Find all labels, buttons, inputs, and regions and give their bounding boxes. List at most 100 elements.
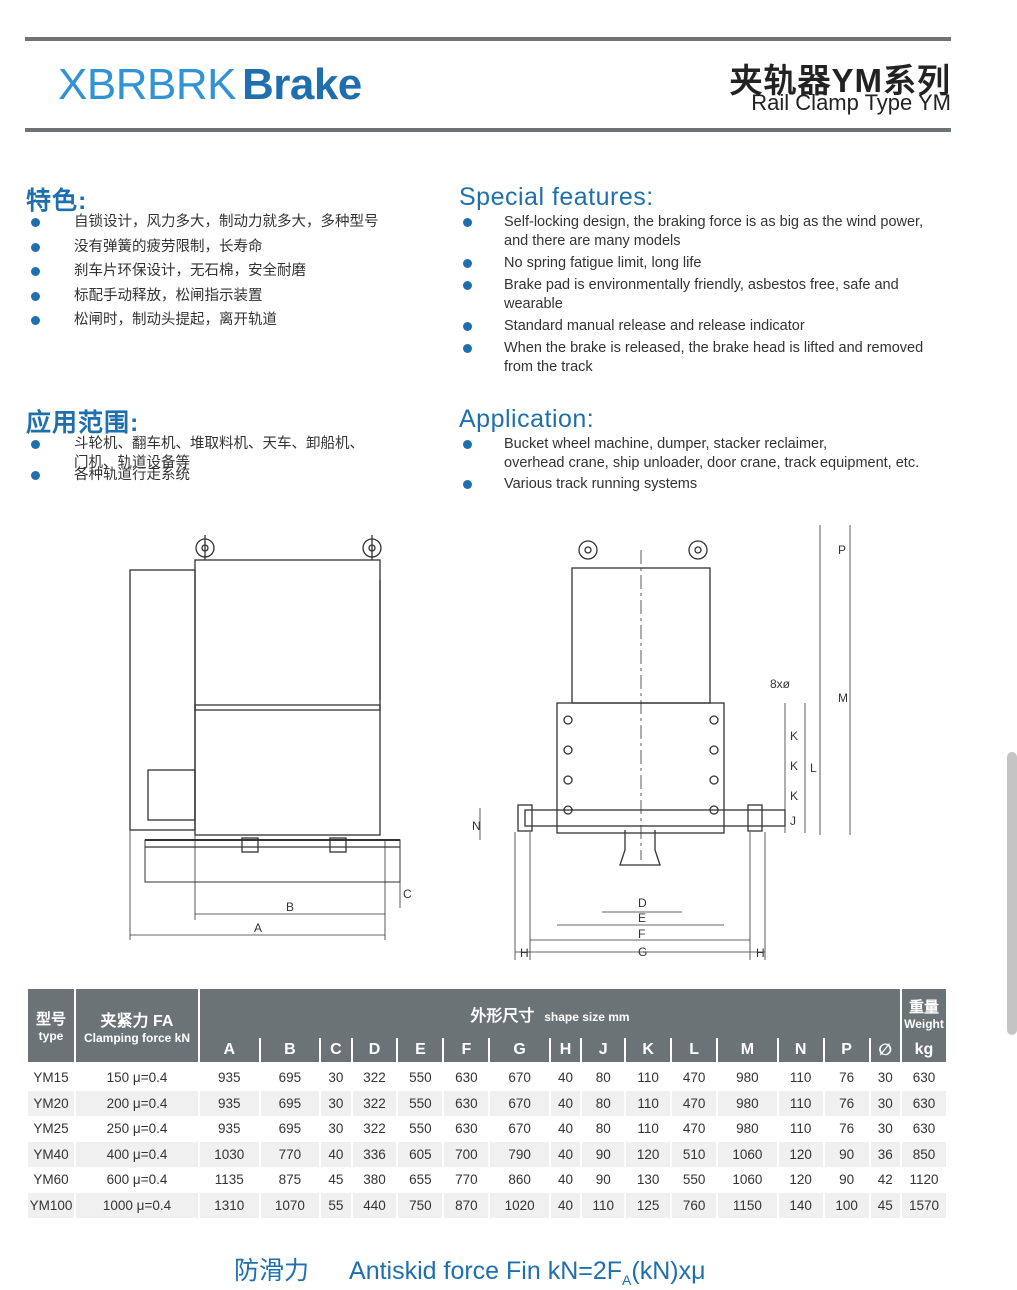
features-en-text: Self-locking design, the braking force i…: [504, 214, 924, 230]
table-cell: 30: [877, 1070, 893, 1086]
table-cell: 40: [558, 1172, 574, 1188]
page-scrollbar[interactable]: [1007, 752, 1017, 1035]
table-cell: 90: [595, 1172, 611, 1188]
application-list-cn: 斗轮机、翻车机、堆取料机、天车、卸船机、门机、轨道设备等各种轨道行走系统: [31, 435, 364, 496]
features-en-text: wearable: [504, 296, 563, 312]
table-cell: 470: [682, 1070, 706, 1086]
table-cell: 30: [328, 1070, 344, 1086]
application-heading-cn: 应用范围:: [26, 409, 140, 437]
table-cell: 770: [260, 1141, 320, 1167]
dim-label-F: F: [638, 927, 645, 941]
table-cell: 322: [363, 1070, 386, 1086]
table-cell: 670: [508, 1070, 531, 1086]
header-bottom-rule: [25, 128, 951, 132]
table-cell: 980: [736, 1121, 759, 1137]
col-header-8: J: [582, 1038, 625, 1062]
table-cell: 870: [444, 1192, 489, 1218]
table-cell: 322: [363, 1121, 386, 1137]
application-cn-item: 各种轨道行走系统: [31, 466, 364, 491]
lifting-eye-icon: [578, 540, 598, 560]
feature-cn-text: 自锁设计，风力多大，制动力就多大，多种型号: [74, 214, 379, 230]
table-cell: 935: [200, 1090, 259, 1116]
dim-label-L: L: [810, 761, 817, 775]
dim-label-E: E: [638, 911, 646, 925]
table-cell: 1150: [718, 1192, 777, 1218]
bullet-icon: [463, 344, 472, 353]
dim-label-P: P: [838, 543, 846, 557]
table-cell: 250 μ=0.4: [106, 1121, 168, 1137]
table-cell: 770: [455, 1172, 478, 1188]
bullet-icon: [31, 470, 40, 480]
dim-label-C: C: [403, 887, 412, 901]
table-cell: 30: [321, 1090, 351, 1116]
formula-en-b: (kN)xμ: [631, 1257, 706, 1285]
table-cell: 750: [398, 1192, 443, 1218]
col-weight-cn: 重量: [908, 999, 939, 1017]
table-cell: 550: [682, 1172, 706, 1188]
table-cell: 200 μ=0.4: [76, 1090, 198, 1116]
table-cell: 76: [839, 1070, 855, 1086]
formula-en-sub: A: [622, 1272, 632, 1288]
table-cell: 875: [278, 1172, 302, 1188]
col-header-5: F: [444, 1038, 489, 1062]
table-cell: 700: [444, 1141, 489, 1167]
table-cell: 30: [328, 1121, 344, 1137]
table-cell: 605: [398, 1141, 443, 1167]
dim-label-K1: K: [790, 789, 798, 803]
table-cell: 76: [839, 1121, 855, 1137]
table-cell: 40: [558, 1121, 574, 1137]
table-cell: 110: [637, 1070, 659, 1086]
header-top-rule: [25, 37, 951, 41]
col-header-15: kg: [902, 1038, 946, 1062]
table-cell: 90: [582, 1141, 625, 1167]
table-cell: 40: [558, 1070, 574, 1086]
col-shape-cn: 外形尺寸: [470, 1007, 535, 1025]
table-cell: 100: [824, 1192, 869, 1218]
table-cell: 470: [672, 1090, 717, 1116]
bullet-icon: [463, 281, 472, 290]
col-type-en: type: [38, 1029, 64, 1043]
application-cn-text: 各种轨道行走系统: [74, 466, 190, 483]
bullet-icon: [31, 440, 40, 449]
bullet-icon: [31, 267, 40, 276]
table-cell: 40: [550, 1192, 581, 1218]
table-cell: 550: [409, 1070, 432, 1086]
bullet-icon: [463, 480, 472, 489]
table-cell: 322: [352, 1090, 397, 1116]
table-cell: YM15: [33, 1070, 69, 1086]
features-heading-en: Special features:: [459, 183, 654, 211]
dim-label-H-right: H: [756, 946, 765, 960]
table-cell: 760: [672, 1192, 717, 1218]
feature-cn-item: 刹车片环保设计，无石棉，安全耐磨: [31, 262, 379, 287]
dim-label-K3: K: [790, 729, 798, 743]
col-header-10: L: [672, 1038, 717, 1062]
table-cell: 30: [877, 1121, 893, 1137]
dim-label-A: A: [254, 921, 262, 935]
features-en-text: and there are many models: [504, 233, 681, 249]
table-cell: 1060: [732, 1172, 763, 1188]
col-shape-en: shape size mm: [544, 1009, 630, 1024]
table-cell: 76: [824, 1090, 869, 1116]
table-cell: 120: [778, 1141, 823, 1167]
table-cell: 80: [582, 1090, 625, 1116]
table-cell: 80: [595, 1121, 611, 1137]
table-cell: 110: [778, 1090, 823, 1116]
table-cell: 30: [870, 1090, 900, 1116]
features-en-item: Brake pad is environmentally friendly, a…: [463, 276, 923, 314]
col-force-en: Clamping force kN: [83, 1030, 191, 1045]
table-cell: 440: [352, 1192, 397, 1218]
table-cell: 695: [260, 1090, 320, 1116]
col-header-4: E: [398, 1038, 443, 1062]
table-cell: YM60: [33, 1172, 69, 1188]
table-cell: 400 μ=0.4: [76, 1141, 198, 1167]
features-list-cn: 自锁设计，风力多大，制动力就多大，多种型号没有弹簧的疲劳限制，长寿命刹车片环保设…: [31, 213, 379, 336]
table-cell: 120: [789, 1172, 812, 1188]
dim-label-M: M: [838, 691, 848, 705]
bullet-icon: [31, 218, 40, 227]
feature-cn-item: 自锁设计，风力多大，制动力就多大，多种型号: [31, 213, 379, 238]
table-cell: 1570: [902, 1192, 946, 1218]
table-cell: YM100: [28, 1192, 74, 1218]
